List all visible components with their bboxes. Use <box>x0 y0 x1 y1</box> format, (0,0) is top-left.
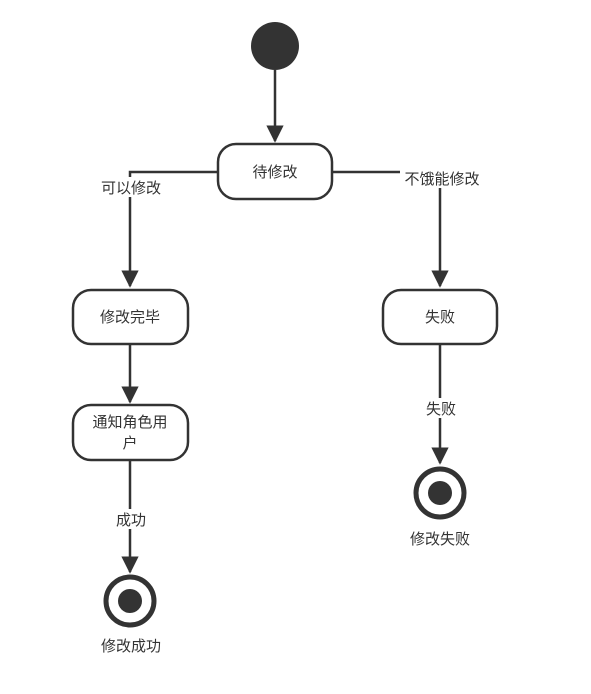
final-state-failed <box>413 466 467 520</box>
state-failed-label: 失败 <box>425 308 455 326</box>
state-modified-label: 修改完毕 <box>100 308 160 326</box>
state-pending: 待修改 <box>216 142 334 201</box>
final-state-failed-label: 修改失败 <box>410 530 470 548</box>
final-state-succeeded-label: 修改成功 <box>101 637 161 655</box>
final-state-succeeded <box>103 574 157 628</box>
edge-label-success: 成功 <box>116 511 146 529</box>
edge-label-can-modify: 可以修改 <box>101 179 161 197</box>
edge-pending-to-failed <box>332 170 449 288</box>
initial-state <box>251 22 299 70</box>
state-failed: 失败 <box>381 288 499 346</box>
state-modified: 修改完毕 <box>71 288 190 346</box>
edge-label-cannot-modify: 不饿能修改 <box>404 170 479 188</box>
state-notify-label-line1: 通知角色用 <box>92 413 167 431</box>
edge-pending-to-modified <box>121 170 218 288</box>
state-notify: 通知角色用 户 <box>71 403 190 462</box>
state-pending-label: 待修改 <box>252 163 297 181</box>
state-notify-label-line2: 户 <box>122 434 137 452</box>
edge-label-fail: 失败 <box>426 400 456 418</box>
